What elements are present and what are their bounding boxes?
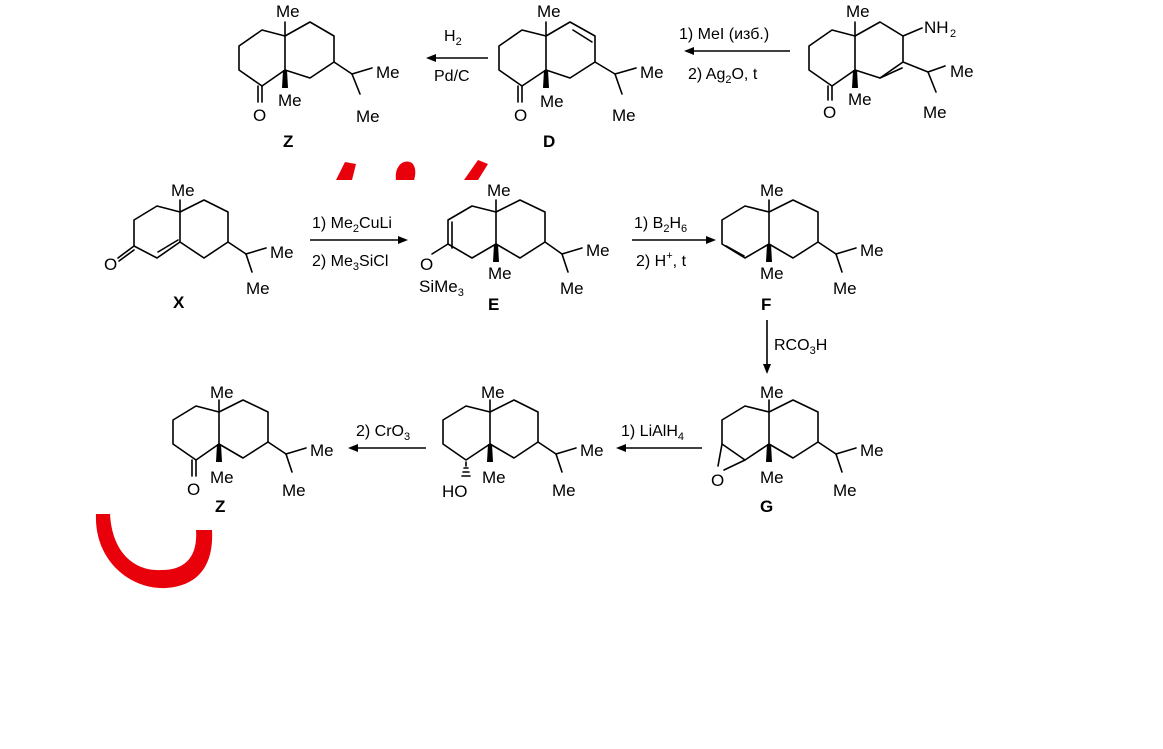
svg-text:Me: Me [560, 279, 584, 298]
svg-text:O: O [253, 106, 266, 125]
svg-text:Z: Z [215, 497, 225, 516]
svg-text:G: G [760, 497, 773, 516]
svg-text:Me: Me [210, 383, 234, 402]
svg-text:F: F [761, 295, 771, 314]
svg-text:Me: Me [923, 103, 947, 122]
svg-text:2) Ag2O, t: 2) Ag2O, t [688, 66, 758, 86]
compound-e-structure: Me O SiMe3 Me Me Me E [419, 181, 610, 314]
arrow-g-to-alcohol: 1) LiAlH4 [616, 423, 702, 452]
arrow-d-to-z: H2 Pd/C [426, 28, 488, 85]
svg-text:Me: Me [276, 2, 300, 21]
svg-text:Me: Me [640, 63, 664, 82]
svg-text:E: E [488, 295, 499, 314]
svg-text:Me: Me [580, 441, 604, 460]
svg-text:Me: Me [376, 63, 400, 82]
svg-text:Me: Me [210, 468, 234, 487]
arrow-amine-to-d: 1) MeI (изб.) 2) Ag2O, t [679, 26, 790, 86]
svg-text:Me: Me [310, 441, 334, 460]
compound-d-structure: Me O Me Me Me D [498, 2, 664, 151]
svg-text:Me: Me [586, 241, 610, 260]
compound-x-structure: Me O Me Me X [104, 181, 294, 312]
svg-text:HO: HO [442, 482, 468, 501]
arrow-x-to-e: 1) Me2CuLi 2) Me3SiCl [310, 215, 408, 273]
svg-text:O: O [420, 255, 433, 274]
svg-text:Me: Me [833, 481, 857, 500]
svg-text:Me: Me [552, 481, 576, 500]
svg-text:Z: Z [283, 132, 293, 151]
arrow-e-to-f: 1) B2H6 2) H+, t [632, 215, 716, 270]
svg-text:Me: Me [848, 90, 872, 109]
svg-text:O: O [711, 471, 724, 490]
svg-text:O: O [187, 480, 200, 499]
compound-g-structure: Me O Me Me Me G [711, 383, 884, 516]
compound-f-structure: Me Me Me Me F [721, 181, 884, 314]
svg-text:Me: Me [833, 279, 857, 298]
svg-text:Me: Me [356, 107, 380, 126]
svg-text:2: 2 [950, 28, 956, 40]
svg-text:Me: Me [760, 181, 784, 200]
arrow-alcohol-to-z: 2) CrO3 [348, 423, 426, 452]
svg-text:1) LiAlH4: 1) LiAlH4 [621, 423, 684, 443]
svg-text:RCO3H: RCO3H [774, 337, 827, 357]
svg-text:Me: Me [488, 264, 512, 283]
svg-text:Me: Me [246, 279, 270, 298]
svg-text:2) CrO3: 2) CrO3 [356, 423, 410, 443]
svg-text:H2: H2 [444, 28, 462, 48]
svg-text:Me: Me [282, 481, 306, 500]
svg-text:NH: NH [924, 18, 949, 37]
svg-text:1) MeI (изб.): 1) MeI (изб.) [679, 26, 769, 43]
svg-text:O: O [514, 106, 527, 125]
svg-text:O: O [104, 255, 117, 274]
svg-text:Me: Me [487, 181, 511, 200]
svg-text:SiMe3: SiMe3 [419, 277, 464, 299]
amino-ketone-structure: Me NH 2 O Me Me Me [808, 2, 974, 122]
svg-text:2) Me3SiCl: 2) Me3SiCl [312, 253, 388, 273]
svg-text:Me: Me [482, 468, 506, 487]
svg-text:2) H+, t: 2) H+, t [636, 250, 687, 270]
svg-text:1) B2H6: 1) B2H6 [634, 215, 687, 235]
compound-z-bottom-structure: Me O Me Me Me Z [172, 383, 334, 516]
svg-text:D: D [543, 132, 555, 151]
svg-text:Me: Me [540, 92, 564, 111]
svg-text:1) Me2CuLi: 1) Me2CuLi [312, 215, 392, 235]
alcohol-structure: Me HO Me Me Me [442, 383, 604, 501]
svg-text:Me: Me [846, 2, 870, 21]
svg-text:Me: Me [278, 91, 302, 110]
svg-text:Me: Me [171, 181, 195, 200]
svg-text:Me: Me [537, 2, 561, 21]
red-annotation-marks [95, 160, 488, 589]
svg-text:Me: Me [950, 62, 974, 81]
compound-z-top-structure: Me O Me Me Me Z [238, 2, 400, 151]
svg-text:Me: Me [270, 243, 294, 262]
svg-text:Pd/C: Pd/C [434, 68, 470, 85]
svg-text:Me: Me [860, 441, 884, 460]
svg-text:Me: Me [760, 468, 784, 487]
svg-text:Me: Me [612, 106, 636, 125]
arrow-f-to-g: RCO3H [763, 320, 827, 374]
svg-text:X: X [173, 293, 185, 312]
svg-text:Me: Me [481, 383, 505, 402]
svg-text:Me: Me [760, 264, 784, 283]
svg-text:O: O [823, 103, 836, 122]
svg-text:Me: Me [860, 241, 884, 260]
svg-text:Me: Me [760, 383, 784, 402]
